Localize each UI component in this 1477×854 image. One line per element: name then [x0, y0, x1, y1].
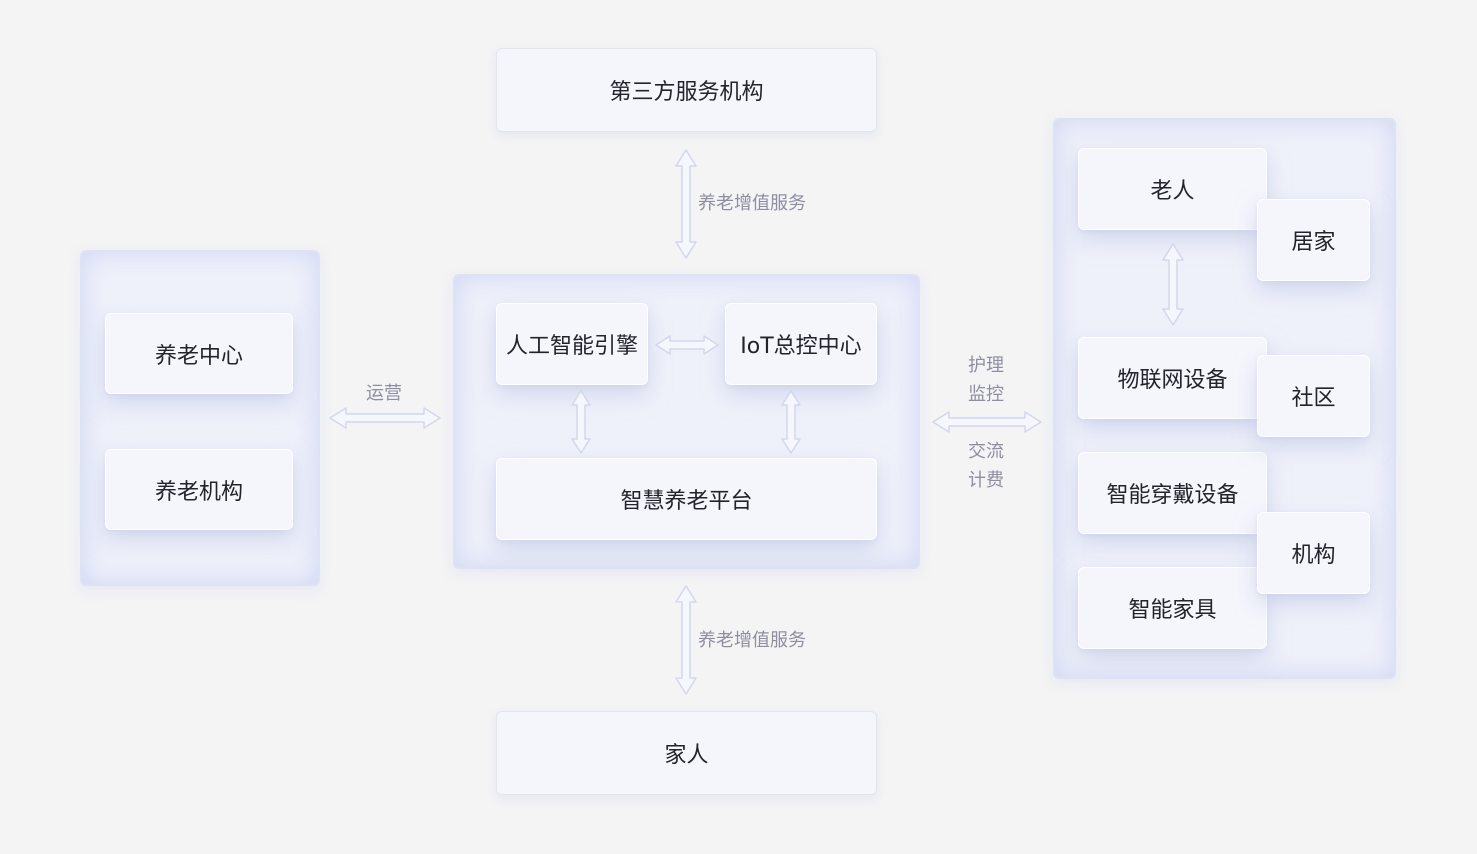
left-panel [80, 250, 320, 586]
smart-furniture-card: 智能家具 [1078, 567, 1267, 649]
third-party-service-box: 第三方服务机构 [496, 48, 877, 132]
community-card: 社区 [1257, 355, 1370, 437]
bottom-double-arrow-icon [675, 585, 697, 695]
top-link-label: 养老增值服务 [698, 193, 806, 214]
right-link-label-top: 护理 监控 [956, 351, 1016, 409]
iot-device-card: 物联网设备 [1078, 337, 1267, 419]
ai-engine-card: 人工智能引擎 [496, 303, 648, 385]
left-link-label: 运营 [366, 383, 402, 404]
right-link-label-communication: 交流 [968, 441, 1004, 462]
elder-card: 老人 [1078, 148, 1267, 230]
family-box: 家人 [496, 711, 877, 795]
right-link-label-billing: 计费 [968, 470, 1004, 491]
home-card: 居家 [1257, 199, 1370, 281]
right-link-label-bottom: 交流 计费 [956, 437, 1016, 495]
iot-control-center-card: IoT总控中心 [725, 303, 877, 385]
wearable-device-card: 智能穿戴设备 [1078, 452, 1267, 534]
bottom-link-label: 养老增值服务 [698, 630, 806, 651]
elderly-care-center-card: 养老中心 [105, 313, 293, 394]
left-double-arrow-icon [329, 407, 441, 429]
smart-elderly-platform-card: 智慧养老平台 [496, 458, 877, 540]
right-link-label-monitoring: 监控 [968, 384, 1004, 405]
institution-card: 机构 [1257, 512, 1370, 594]
top-double-arrow-icon [675, 149, 697, 259]
elderly-care-institution-card: 养老机构 [105, 449, 293, 530]
right-double-arrow-icon [932, 411, 1042, 433]
right-link-label-nursing: 护理 [968, 355, 1004, 376]
